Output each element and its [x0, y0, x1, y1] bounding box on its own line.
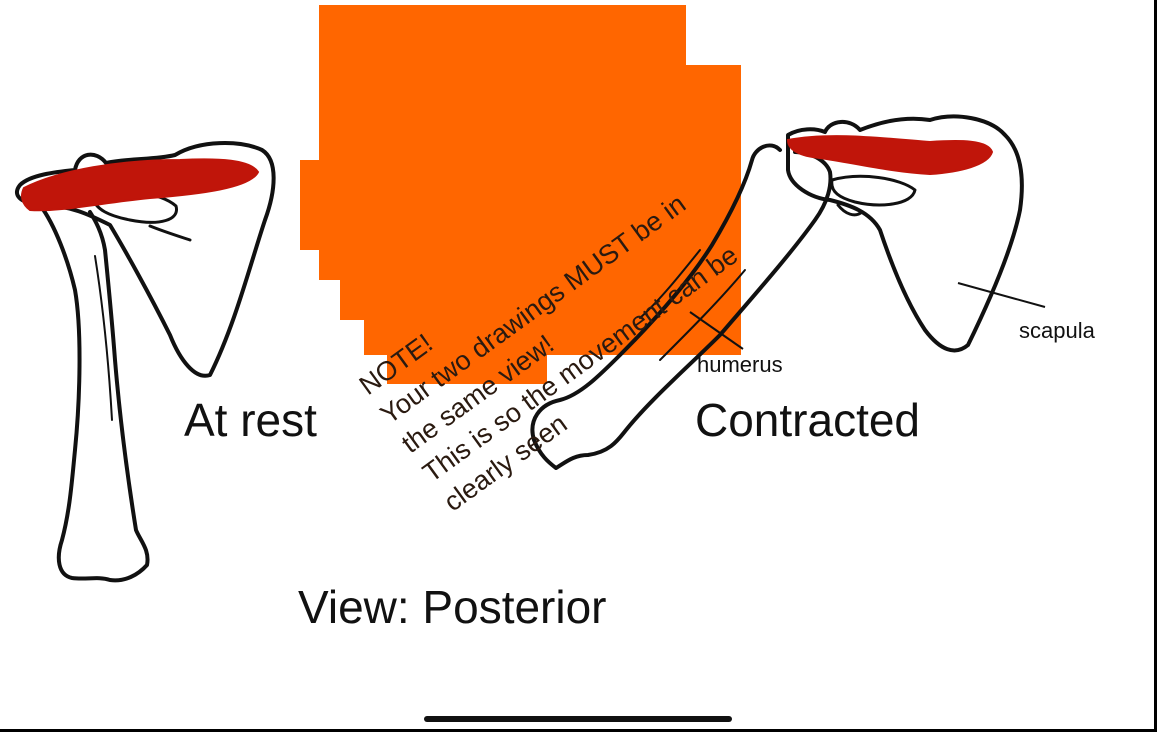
- note-background: [300, 5, 741, 384]
- humerus-label: humerus: [697, 352, 783, 377]
- home-indicator-bar[interactable]: [424, 716, 732, 722]
- frame-edge-bottom: [0, 729, 1157, 732]
- humerus-at-rest: [38, 203, 150, 583]
- at-rest-label: At rest: [184, 394, 317, 446]
- scapula-leader-line: [957, 282, 1046, 308]
- scapula-contracted: [786, 114, 1024, 353]
- scapula-label: scapula: [1019, 318, 1095, 343]
- contracted-label: Contracted: [695, 394, 921, 446]
- muscle-contracted: [786, 135, 994, 176]
- humerus-contracted: [530, 143, 833, 470]
- humerus-leader-line: [689, 311, 744, 350]
- frame-edge-right: [1154, 0, 1157, 732]
- view-label: View: Posterior: [298, 581, 607, 633]
- muscle-at-rest: [21, 158, 260, 212]
